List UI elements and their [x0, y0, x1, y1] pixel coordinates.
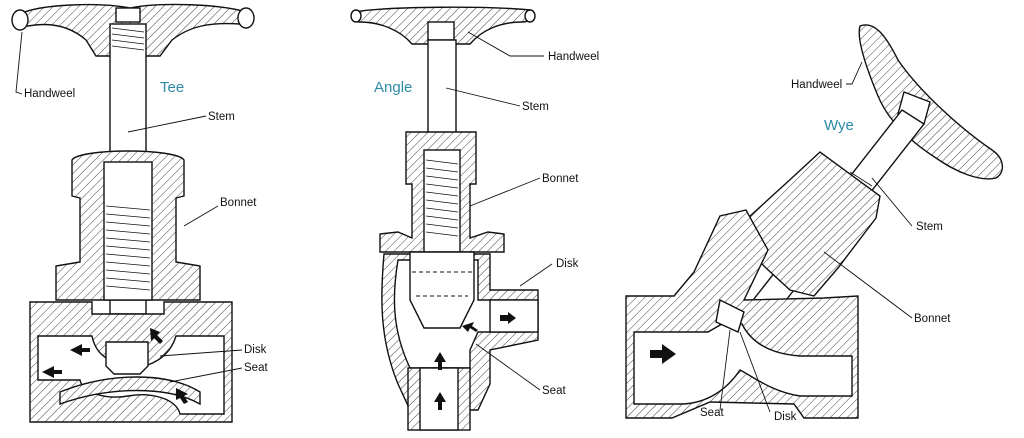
- angle-seat-label: Seat: [542, 385, 566, 397]
- tee-seat-label: Seat: [244, 362, 268, 374]
- angle-disk: [409, 251, 475, 329]
- wye-stem-label: Stem: [916, 221, 943, 233]
- tee-valve: Tee Handweel Stem Bonnet Disk Seat: [11, 3, 268, 423]
- angle-title: Angle: [374, 79, 412, 96]
- wye-seat-label: Seat: [700, 407, 724, 419]
- tee-title: Tee: [160, 79, 184, 96]
- wye-title: Wye: [824, 117, 854, 134]
- angle-handwheel-label: Handweel: [548, 51, 599, 63]
- tee-stem-label: Stem: [208, 111, 235, 123]
- wye-disk-label: Disk: [774, 411, 797, 423]
- tee-bonnet-label: Bonnet: [220, 197, 257, 209]
- tee-disk: [105, 341, 149, 375]
- angle-disk-label: Disk: [556, 258, 579, 270]
- wye-disk: [715, 298, 745, 333]
- tee-disk-label: Disk: [244, 344, 267, 356]
- wye-valve: Wye Handweel Stem Bonnet Seat Disk: [625, 24, 1003, 423]
- wye-handwheel-label: Handweel: [791, 79, 842, 91]
- wye-bonnet-label: Bonnet: [914, 313, 951, 325]
- angle-stem-label: Stem: [522, 101, 549, 113]
- tee-handwheel-label: Handweel: [24, 88, 75, 100]
- wye-handwheel: [858, 24, 1003, 180]
- angle-bonnet-label: Bonnet: [542, 173, 579, 185]
- angle-valve: Angle Handweel Stem Bonnet Disk Seat: [350, 6, 599, 431]
